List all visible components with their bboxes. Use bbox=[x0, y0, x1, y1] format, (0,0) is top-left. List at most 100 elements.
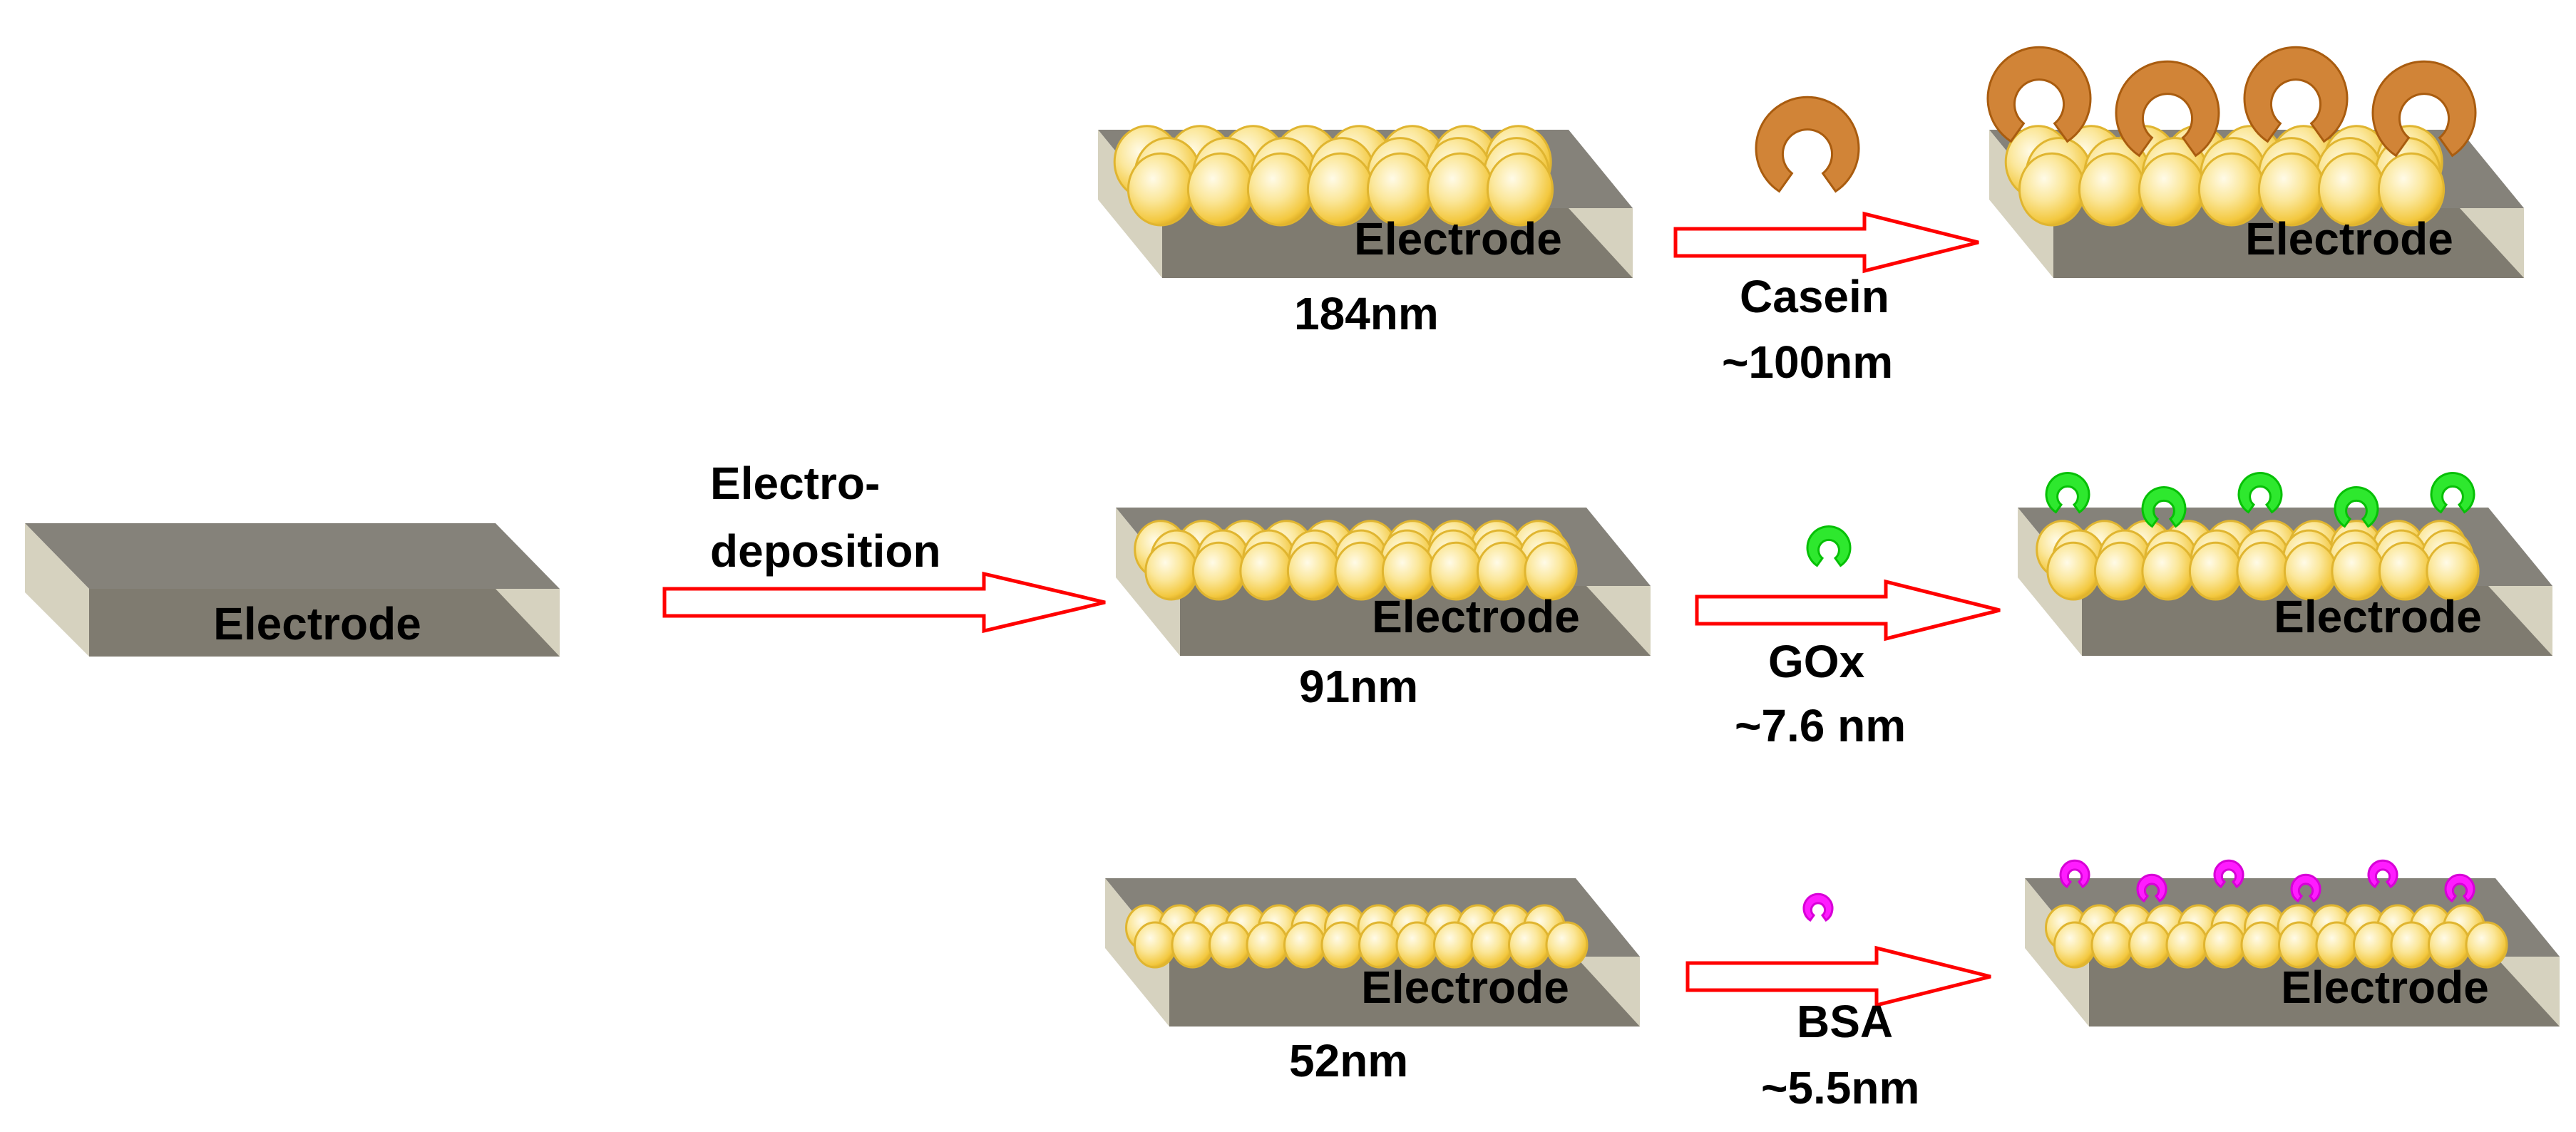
protein-name-label: Casein bbox=[1740, 271, 1889, 322]
base-electrode: Electrode bbox=[25, 523, 560, 657]
deposited-electrode-front bbox=[1169, 957, 1640, 1026]
gold-nanoparticle bbox=[2138, 152, 2206, 227]
gold-nanoparticle bbox=[2390, 921, 2433, 969]
row-bsa: Electrode 52nm BSA ~5.5nm Electrode bbox=[1105, 859, 2560, 1113]
deposited-electrode-front bbox=[1180, 586, 1651, 656]
protein-size-label: ~100nm bbox=[1722, 336, 1893, 388]
gold-nanoparticle bbox=[2203, 921, 2246, 969]
bound-protein-icon bbox=[2444, 873, 2475, 903]
gold-nanoparticle bbox=[1433, 921, 1476, 969]
gold-nanoparticle bbox=[2018, 152, 2086, 227]
deposited-electrode-label: Electrode bbox=[1361, 962, 1569, 1013]
bound-protein-icon bbox=[2136, 873, 2167, 903]
reaction-arrow bbox=[1695, 579, 2001, 642]
gold-nanoparticle bbox=[1246, 152, 1315, 227]
reaction-arrow bbox=[1685, 945, 1991, 1008]
gold-nanoparticle bbox=[2188, 541, 2243, 601]
bound-protein-icon bbox=[2115, 60, 2220, 158]
gold-nanoparticle bbox=[1127, 152, 1195, 227]
nanoparticle-layer bbox=[1134, 520, 1578, 601]
reaction-arrow bbox=[1673, 211, 1979, 274]
nanoparticle-layer bbox=[2036, 520, 2480, 601]
result-electrode-front bbox=[2082, 586, 2552, 656]
protein-size-label: ~7.6 nm bbox=[1735, 700, 1906, 751]
gold-nanoparticle bbox=[1486, 152, 1554, 227]
gold-nanoparticle bbox=[1508, 921, 1551, 969]
gold-nanoparticle bbox=[1134, 921, 1176, 969]
result-electrode-edge bbox=[2460, 208, 2524, 278]
gold-nanoparticle bbox=[2093, 541, 2148, 601]
gold-nanoparticle bbox=[2240, 921, 2284, 969]
bound-protein-icon bbox=[2290, 873, 2321, 903]
bound-protein-icon bbox=[2334, 485, 2379, 528]
bound-protein-icon bbox=[1986, 46, 2092, 143]
deposited-electrode-label: Electrode bbox=[1372, 591, 1580, 642]
gold-nanoparticle bbox=[1545, 921, 1589, 969]
gold-nanoparticle bbox=[1171, 921, 1214, 969]
row-gox: Electrode 91nm GOx ~7.6 nm Electrode bbox=[1116, 471, 2552, 751]
deposited-electrode-edge bbox=[1576, 957, 1640, 1026]
gold-nanoparticle bbox=[1246, 921, 1289, 969]
bound-protein-icon bbox=[2367, 859, 2398, 889]
bound-protein-icon bbox=[2059, 859, 2090, 889]
gold-nanoparticle bbox=[1283, 921, 1326, 969]
gold-nanoparticle bbox=[1470, 921, 1514, 969]
electrodeposition-arrow bbox=[662, 571, 1106, 634]
result-electrode-edge bbox=[2495, 957, 2560, 1026]
gold-nanoparticle bbox=[1186, 152, 1255, 227]
result-electrode-label: Electrode bbox=[2281, 962, 2489, 1013]
protein-size-label: ~5.5nm bbox=[1761, 1062, 1919, 1113]
gold-nanoparticle bbox=[2315, 921, 2359, 969]
gold-nanoparticle bbox=[2377, 152, 2446, 227]
bound-protein-icon bbox=[2141, 485, 2187, 528]
free-protein-icon bbox=[1755, 96, 1860, 193]
result-electrode-front bbox=[2089, 957, 2560, 1026]
gold-nanoparticle bbox=[2353, 921, 2396, 969]
particle-size-label: 184nm bbox=[1294, 288, 1439, 339]
gold-nanoparticle bbox=[1320, 921, 1364, 969]
result-electrode-label: Electrode bbox=[2245, 213, 2453, 264]
bound-protein-icon bbox=[2430, 471, 2475, 514]
gold-nanoparticle bbox=[1239, 541, 1293, 601]
gold-nanoparticle bbox=[2053, 921, 2096, 969]
bound-protein-icon bbox=[2237, 471, 2283, 514]
gold-nanoparticle bbox=[1144, 541, 1199, 601]
nanoparticle-layer bbox=[2004, 125, 2446, 227]
gold-nanoparticle bbox=[1358, 921, 1401, 969]
gold-nanoparticle bbox=[1209, 921, 1251, 969]
gold-nanoparticle bbox=[1286, 541, 1341, 601]
base-electrode-label: Electrode bbox=[213, 598, 421, 649]
bound-protein-icon bbox=[2371, 60, 2477, 158]
protein-name-label: BSA bbox=[1797, 996, 1893, 1047]
nanoparticle-layer bbox=[2045, 904, 2508, 969]
free-protein-icon bbox=[1802, 892, 1834, 922]
gold-nanoparticle bbox=[2165, 921, 2209, 969]
nanoparticle-layer bbox=[1113, 125, 1554, 227]
gold-nanoparticle bbox=[1524, 541, 1578, 601]
electrodeposition-step: Electro- deposition bbox=[662, 458, 1106, 634]
gold-nanoparticle bbox=[1191, 541, 1246, 601]
gold-nanoparticle bbox=[2278, 921, 2321, 969]
particle-size-label: 91nm bbox=[1299, 661, 1418, 712]
protein-name-label: GOx bbox=[1768, 636, 1865, 687]
result-electrode-edge bbox=[2488, 586, 2552, 656]
electrodeposition-label-line2: deposition bbox=[710, 525, 941, 577]
gold-nanoparticle bbox=[1395, 921, 1439, 969]
bound-protein-icon bbox=[2213, 859, 2244, 889]
gold-nanoparticle bbox=[2090, 921, 2134, 969]
gold-nanoparticle bbox=[2465, 921, 2508, 969]
gold-nanoparticle bbox=[2128, 921, 2171, 969]
particle-size-label: 52nm bbox=[1289, 1035, 1408, 1086]
result-electrode-label: Electrode bbox=[2274, 591, 2482, 642]
gold-nanoparticle bbox=[2078, 152, 2146, 227]
electrodeposition-label-line1: Electro- bbox=[710, 458, 880, 509]
free-protein-icon bbox=[1806, 525, 1852, 567]
bound-protein-icon bbox=[2045, 471, 2090, 514]
deposited-electrode-edge bbox=[1569, 208, 1633, 278]
gold-nanoparticle bbox=[2046, 541, 2100, 601]
bound-protein-icon bbox=[2243, 46, 2349, 143]
deposited-electrode-edge bbox=[1586, 586, 1651, 656]
gold-nanoparticle bbox=[2428, 921, 2470, 969]
